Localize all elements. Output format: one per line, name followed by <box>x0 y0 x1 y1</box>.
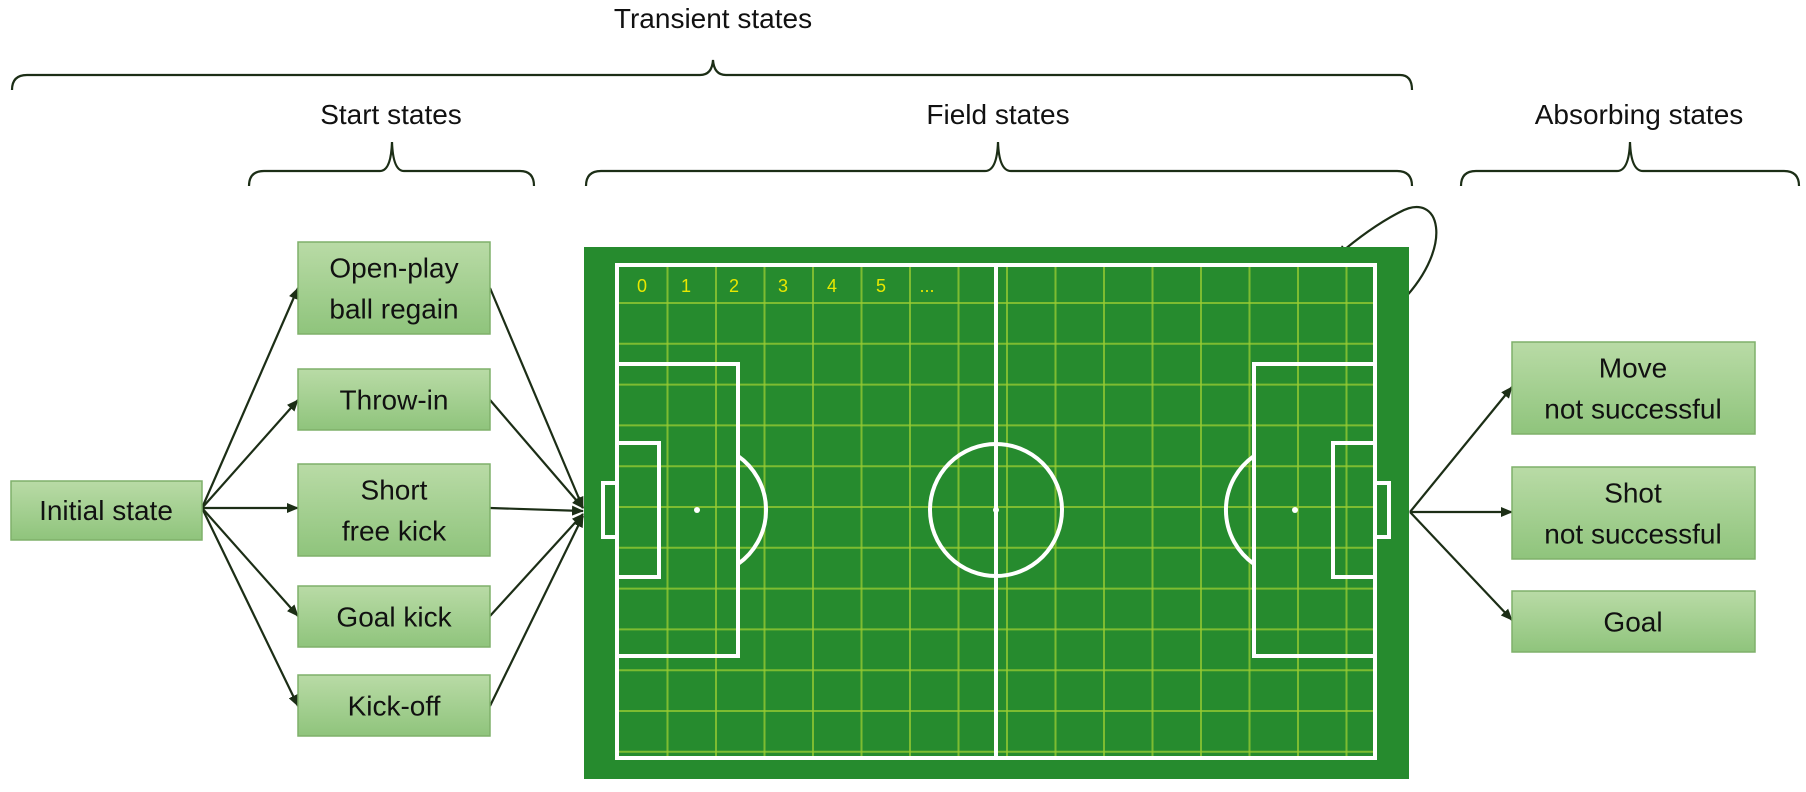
center-spot <box>993 507 999 513</box>
arrow-short-free-kick-to-field <box>489 505 584 516</box>
start-states-label: Start states <box>320 99 462 130</box>
cell-index-label: 1 <box>681 276 691 296</box>
state-label: not successful <box>1544 519 1721 550</box>
transient-states-bracket: Transient states <box>10 3 1414 91</box>
cell-index-label: 2 <box>729 276 739 296</box>
start-states-bracket: Start states <box>247 99 536 187</box>
state-label: Throw-in <box>340 385 449 416</box>
state-node-kick-off: Kick-off <box>297 674 491 737</box>
state-box <box>297 368 491 431</box>
field-states-pitch: 0 1 2 3 4 5... <box>584 247 1409 779</box>
state-label: Short <box>361 475 428 506</box>
right-goal <box>1373 481 1391 539</box>
arrow-initial-to-kick-off <box>201 507 299 707</box>
arrow-throw-in-to-field <box>489 399 584 509</box>
state-box <box>297 674 491 737</box>
connectors <box>200 205 1513 707</box>
left-goal <box>601 481 619 539</box>
state-node-throw-in: Throw-in <box>297 368 491 431</box>
state-label: Shot <box>1604 478 1662 509</box>
state-label: ball regain <box>329 294 458 325</box>
arrow-initial-to-throw-in <box>201 399 299 509</box>
initial-state-label: Initial state <box>39 495 173 526</box>
cell-index-label: 4 <box>827 276 837 296</box>
arrow-field-to-goal <box>1409 511 1513 621</box>
cell-index-label: 3 <box>778 276 788 296</box>
right-penalty-arc <box>1224 454 1256 566</box>
state-label: Kick-off <box>348 691 441 722</box>
cell-index-label: 5 <box>876 276 886 296</box>
state-label: Goal <box>1603 607 1662 638</box>
state-label: not successful <box>1544 394 1721 425</box>
left-penalty-arc <box>736 454 768 566</box>
arrow-initial-to-goal-kick <box>201 507 299 617</box>
state-label: Goal kick <box>336 602 452 633</box>
arrow-kick-off-to-field <box>489 515 584 707</box>
state-node-goal-kick: Goal kick <box>297 585 491 648</box>
cell-index-label: ... <box>919 276 934 296</box>
state-node-shot-not-successful: Shot not successful <box>1511 466 1756 560</box>
state-box <box>297 585 491 648</box>
absorbing-states-bracket: Absorbing states <box>1459 99 1801 187</box>
arrow-goal-kick-to-field <box>489 513 584 617</box>
state-box <box>297 463 491 557</box>
transient-states-label: Transient states <box>614 3 812 34</box>
arrow-open-play-to-field <box>488 287 585 509</box>
arrow-initial-to-open-play <box>200 287 300 509</box>
pitch-markings <box>601 263 1391 760</box>
state-label: Move <box>1599 353 1667 384</box>
state-node-goal: Goal <box>1511 590 1756 653</box>
left-penalty-spot <box>694 507 700 513</box>
arrow-field-to-move-not-successful <box>1409 386 1513 513</box>
field-states-bracket: Field states <box>584 99 1414 187</box>
state-box <box>297 241 491 335</box>
field-states-label: Field states <box>926 99 1069 130</box>
state-box <box>1511 590 1756 653</box>
state-label: Open-play <box>329 253 458 284</box>
cell-index-labels: 0 1 2 3 4 5... <box>637 276 935 296</box>
state-box <box>1511 341 1756 435</box>
center-circle <box>928 442 1064 578</box>
arrow-field-self-loop <box>1336 205 1438 301</box>
state-node-move-not-successful: Move not successful <box>1511 341 1756 435</box>
initial-state-node: Initial state <box>10 480 203 541</box>
state-node-short-free-kick: Short free kick <box>297 463 491 557</box>
state-box <box>1511 466 1756 560</box>
cell-index-label: 0 <box>637 276 647 296</box>
state-label: free kick <box>342 516 447 547</box>
right-penalty-spot <box>1292 507 1298 513</box>
absorbing-states-label: Absorbing states <box>1535 99 1744 130</box>
state-node-open-play-ball-regain: Open-play ball regain <box>297 241 491 335</box>
